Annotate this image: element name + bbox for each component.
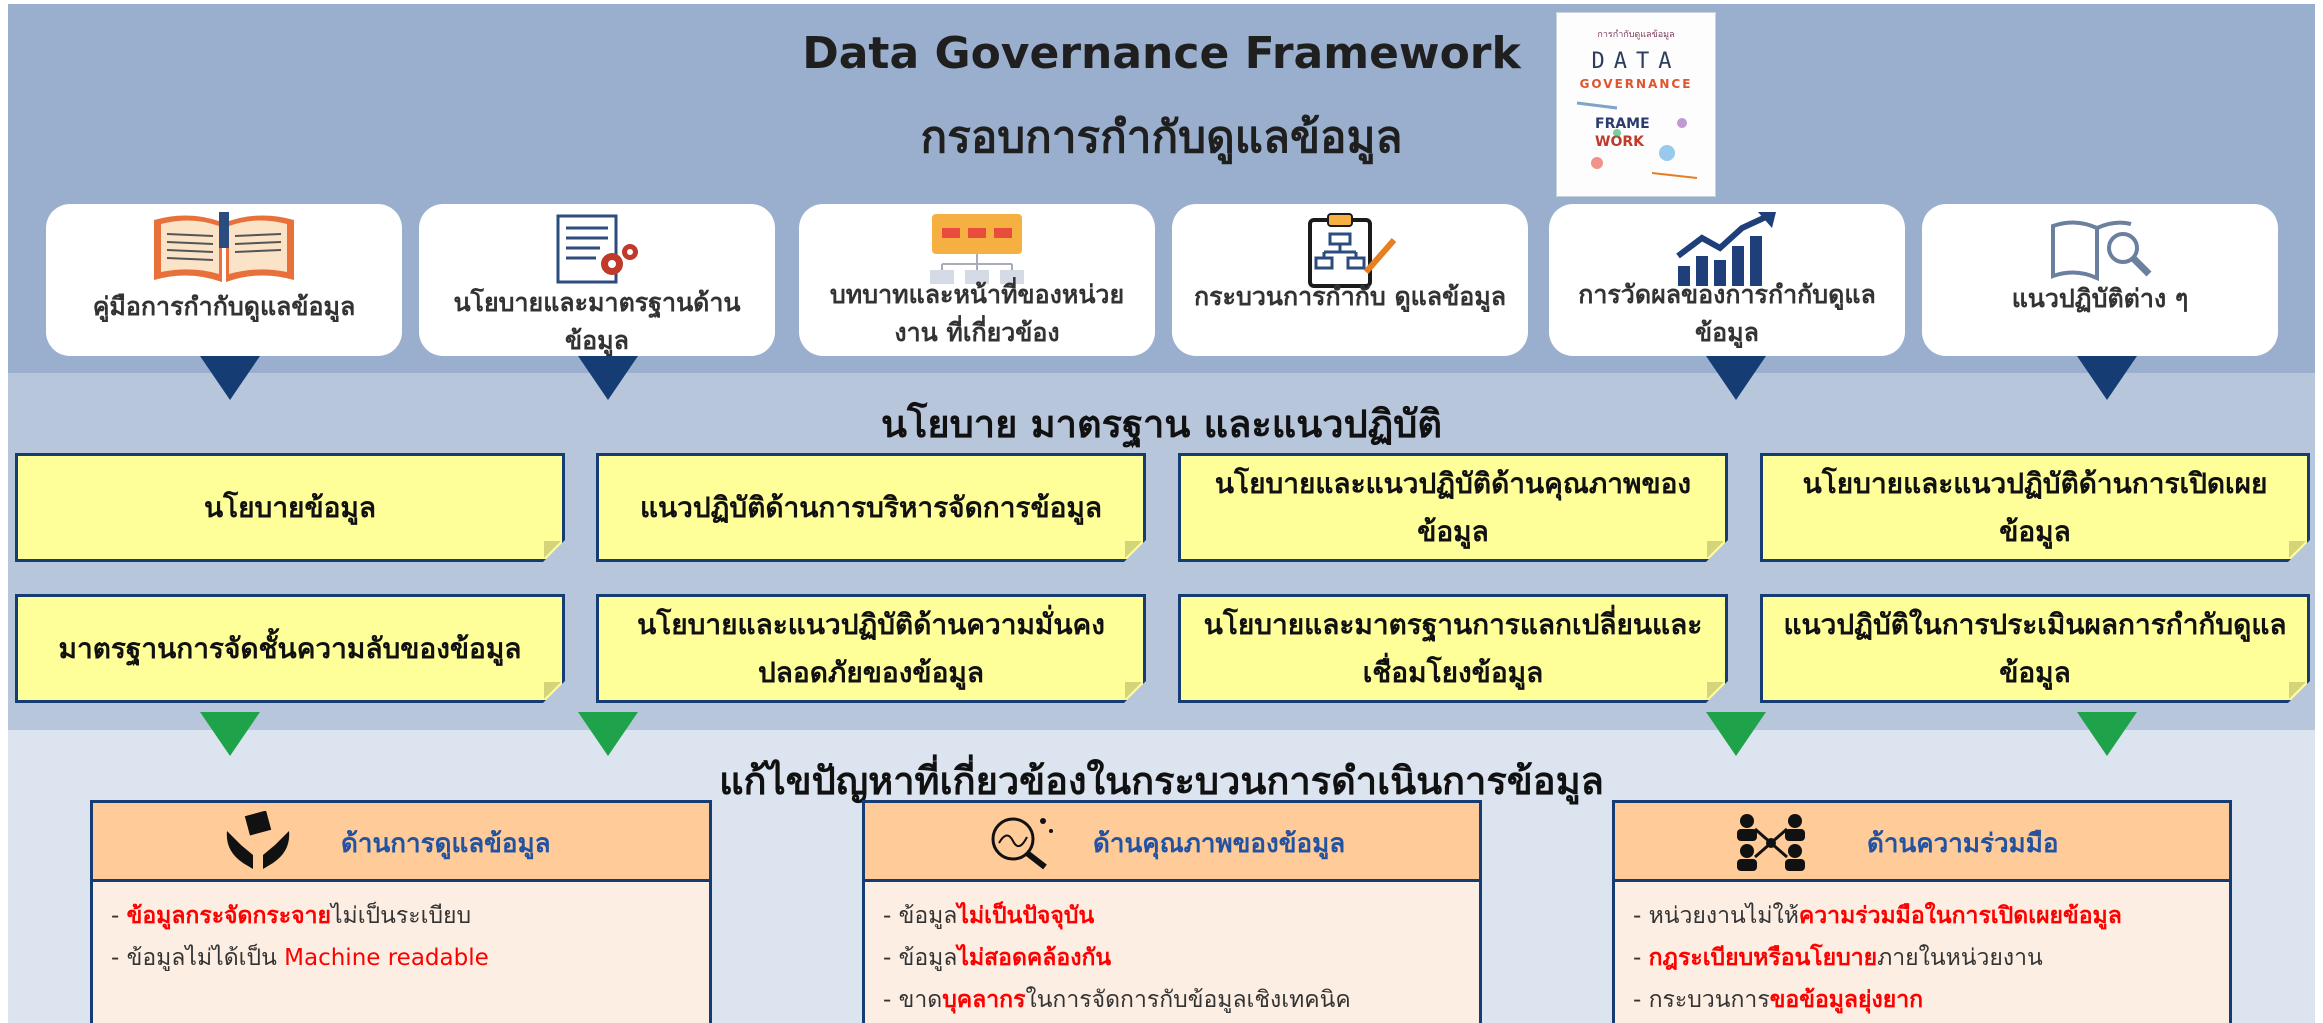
item-text: ภายในหน่วยงาน (1877, 945, 2043, 971)
list-item: - หน่วยงานไม่ให้ความร่วมมือในการเปิดเผยข… (1633, 895, 2122, 937)
open-book-icon (149, 212, 299, 292)
item-highlight: บุคลากร (942, 987, 1026, 1013)
card-label: คู่มือการกำกับดูแลข้อมูล (92, 292, 356, 321)
problem-list: - ข้อมูลกระจัดกระจายไม่เป็นระเบียบ - ข้อ… (111, 895, 489, 979)
problem-box-data-quality: ด้านคุณภาพของข้อมูล - ข้อมูลไม่เป็นปัจจุ… (862, 800, 1482, 1023)
card-label: บทบาทและหน้าที่ของหน่วยงาน ที่เกี่ยวข้อง (829, 280, 1125, 347)
section-title-policy: นโยบาย มาตรฐาน และแนวปฏิบัติ (880, 402, 1443, 446)
framework-cover-image: การกำกับดูแลข้อมูล DATA GOVERNANCE FRAME… (1556, 12, 1716, 197)
problem-box-data-care: ด้านการดูแลข้อมูล - ข้อมูลกระจัดกระจายไม… (90, 800, 712, 1023)
chevron-down-icon (578, 356, 638, 400)
list-item: - ข้อมูลไม่สอดคล้องกัน (883, 937, 1351, 979)
item-highlight: ไม่สอดคล้องกัน (957, 945, 1112, 971)
problem-box-title: ด้านคุณภาพของข้อมูล (1093, 829, 1346, 859)
list-item: - ข้อมูลไม่ได้เป็น Machine readable (111, 937, 489, 979)
item-text: - ขาด (883, 987, 943, 1013)
section-title-problems: แก้ไขปัญหาที่เกี่ยวข้องในกระบวนการดำเนิน… (719, 759, 1604, 803)
card-process[interactable]: กระบวนการกำกับ ดูแลข้อมูล (1172, 204, 1528, 356)
problem-list: - หน่วยงานไม่ให้ความร่วมมือในการเปิดเผยข… (1633, 895, 2122, 1021)
card-handbook[interactable]: คู่มือการกำกับดูแลข้อมูล (46, 204, 402, 356)
list-item: - กฎระเบียบหรือนโยบายภายในหน่วยงาน (1633, 937, 2122, 979)
item-text: - (111, 903, 127, 929)
page-title-en: Data Governance Framework (802, 28, 1521, 79)
cover-frame-text: FRAME (1595, 116, 1650, 132)
magnifier-analysis-icon (983, 811, 1059, 875)
book-magnifier-icon (2045, 212, 2155, 292)
item-highlight: Machine readable (284, 945, 489, 971)
policy-note: นโยบายและมาตรฐานการแลกเปลี่ยนและ เชื่อมโ… (1178, 594, 1728, 703)
problem-box-title: ด้านความร่วมมือ (1867, 829, 2059, 859)
card-policy-standard[interactable]: นโยบายและมาตรฐานด้านข้อมูล (419, 204, 775, 356)
item-text: - ข้อมูลไม่ได้เป็น (111, 945, 285, 971)
chevron-down-icon (578, 712, 638, 756)
policy-note: นโยบายและแนวปฏิบัติด้านคุณภาพของข้อมูล (1178, 453, 1728, 562)
policy-note: แนวปฏิบัติในการประเมินผลการกำกับดูแล ข้อ… (1760, 594, 2310, 703)
item-text: ในการจัดการกับข้อมูลเชิงเทคนิค (1025, 987, 1351, 1013)
chevron-down-icon (2077, 712, 2137, 756)
note-text: แนวปฏิบัติด้านการบริหารจัดการข้อมูล (639, 490, 1103, 524)
card-label: กระบวนการกำกับ ดูแลข้อมูล (1193, 282, 1507, 311)
chevron-down-icon (1706, 712, 1766, 756)
policy-note: นโยบายและแนวปฏิบัติด้านความมั่นคง ปลอดภั… (596, 594, 1146, 703)
problem-box-header: ด้านคุณภาพของข้อมูล (865, 803, 1479, 882)
card-roles[interactable]: บทบาทและหน้าที่ของหน่วยงาน ที่เกี่ยวข้อง (799, 204, 1155, 356)
policy-note: มาตรฐานการจัดชั้นความลับของข้อมูล (15, 594, 565, 703)
cover-framework-text: FRAME WORK (1595, 115, 1650, 151)
card-measurement[interactable]: การวัดผลของการกำกับดูแล ข้อมูล (1549, 204, 1905, 356)
cover-data-text: DATA (1591, 49, 1681, 74)
chevron-down-icon (200, 712, 260, 756)
problem-box-collaboration: ด้านความร่วมมือ - หน่วยงานไม่ให้ความร่วม… (1612, 800, 2232, 1023)
item-text: - กระบวนการ (1633, 987, 1770, 1013)
chevron-down-icon (1706, 356, 1766, 400)
page-title-th: กรอบการกำกับดูแลข้อมูล (920, 112, 1403, 163)
item-highlight: ขอข้อมูลยุ่งยาก (1769, 987, 1924, 1013)
item-text: - หน่วยงานไม่ให้ (1633, 903, 1799, 929)
org-chart-icon (922, 212, 1032, 292)
list-item: - ข้อมูลไม่เป็นปัจจุบัน (883, 895, 1351, 937)
list-item: - กระบวนการขอข้อมูลยุ่งยาก (1633, 979, 2122, 1021)
item-highlight: ไม่เป็นปัจจุบัน (957, 903, 1095, 929)
list-item: - ขาดบุคลากรในการจัดการกับข้อมูลเชิงเทคน… (883, 979, 1351, 1021)
problem-box-header: ด้านความร่วมมือ (1615, 803, 2229, 882)
note-text: นโยบายและแนวปฏิบัติด้านคุณภาพของข้อมูล (1214, 466, 1692, 548)
cover-governance-text: GOVERNANCE (1579, 77, 1693, 91)
list-item: - ข้อมูลกระจัดกระจายไม่เป็นระเบียบ (111, 895, 489, 937)
note-text: นโยบายและมาตรฐานการแลกเปลี่ยนและ เชื่อมโ… (1203, 607, 1703, 689)
problem-box-header: ด้านการดูแลข้อมูล (93, 803, 709, 882)
item-text: ไม่เป็นระเบียบ (330, 903, 472, 929)
item-highlight: กฎระเบียบหรือนโยบาย (1648, 945, 1878, 971)
policy-note: นโยบายและแนวปฏิบัติด้านการเปิดเผยข้อมูล (1760, 453, 2310, 562)
item-text: - (1633, 945, 1649, 971)
policy-note: แนวปฏิบัติด้านการบริหารจัดการข้อมูล (596, 453, 1146, 562)
card-label: นโยบายและมาตรฐานด้านข้อมูล (453, 288, 741, 355)
card-practices[interactable]: แนวปฏิบัติต่าง ๆ (1922, 204, 2278, 356)
note-text: นโยบายและแนวปฏิบัติด้านความมั่นคง ปลอดภั… (637, 607, 1105, 689)
bar-chart-arrow-icon (1672, 212, 1782, 292)
item-text: - ข้อมูล (883, 903, 958, 929)
clipboard-flowchart-icon (1300, 212, 1400, 292)
note-text: แนวปฏิบัติในการประเมินผลการกำกับดูแล ข้อ… (1783, 607, 2287, 689)
chevron-down-icon (200, 356, 260, 400)
chevron-down-icon (2077, 356, 2137, 400)
card-label: การวัดผลของการกำกับดูแล ข้อมูล (1578, 280, 1876, 347)
problem-box-title: ด้านการดูแลข้อมูล (341, 829, 551, 859)
note-text: นโยบายและแนวปฏิบัติด้านการเปิดเผยข้อมูล (1802, 466, 2268, 548)
document-gears-icon (552, 212, 642, 292)
team-network-icon (1733, 811, 1809, 877)
cover-top-text: การกำกับดูแลข้อมูล (1597, 30, 1675, 40)
problem-list: - ข้อมูลไม่เป็นปัจจุบัน - ข้อมูลไม่สอดคล… (883, 895, 1351, 1021)
policy-note: นโยบายข้อมูล (15, 453, 565, 562)
cover-work-text: WORK (1595, 134, 1644, 150)
item-highlight: ข้อมูลกระจัดกระจาย (126, 903, 331, 929)
item-highlight: ความร่วมมือในการเปิดเผยข้อมูล (1798, 903, 2122, 929)
hands-box-icon (223, 810, 295, 875)
note-text: นโยบายข้อมูล (203, 490, 377, 524)
item-text: - ข้อมูล (883, 945, 958, 971)
note-text: มาตรฐานการจัดชั้นความลับของข้อมูล (58, 631, 522, 665)
card-label: แนวปฏิบัติต่าง ๆ (2011, 284, 2189, 313)
cover-splash-decoration (1576, 101, 1698, 179)
